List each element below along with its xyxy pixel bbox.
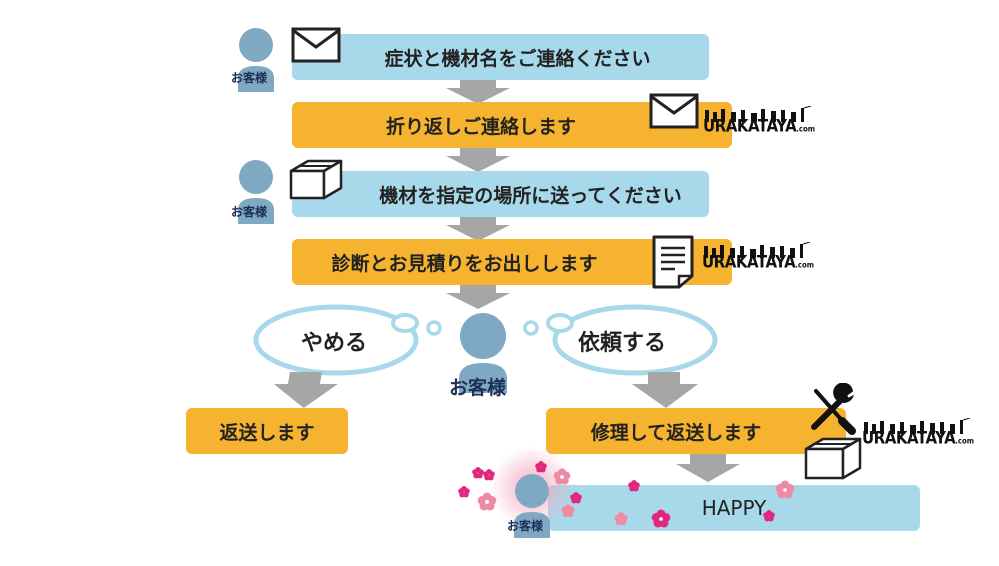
logo-suffix: .com bbox=[955, 437, 975, 446]
customer-icon bbox=[459, 313, 507, 393]
step-ship-label: 機材を指定の場所に送ってください bbox=[379, 184, 682, 207]
flower-icon bbox=[458, 486, 470, 498]
flower-icon bbox=[614, 512, 628, 526]
logo-suffix: .com bbox=[795, 261, 815, 270]
repair-box: 修理して返送します bbox=[546, 408, 846, 454]
urakataya-logo: URAKATAYA.com bbox=[702, 242, 814, 272]
customer-label: お客様 bbox=[507, 519, 544, 533]
flower-icon bbox=[472, 467, 484, 479]
envelope-icon bbox=[649, 93, 699, 133]
step-contact-label: 症状と機材名をご連絡ください bbox=[384, 47, 651, 70]
step-ship-bar: 機材を指定の場所に送ってください bbox=[292, 171, 709, 217]
box-icon bbox=[289, 159, 343, 200]
document-icon bbox=[652, 235, 694, 289]
flower-icon bbox=[570, 492, 582, 504]
step-estimate-label: 診断とお見積りをお出しします bbox=[331, 252, 598, 275]
flower-icon bbox=[483, 469, 495, 481]
step-reply-label: 折り返しご連絡します bbox=[385, 115, 576, 138]
customer-label: お客様 bbox=[231, 71, 268, 85]
flow-arrow bbox=[632, 372, 698, 408]
flow-arrow bbox=[446, 80, 510, 104]
customer-label: お客様 bbox=[449, 377, 507, 399]
request-option-label: 依頼する bbox=[578, 331, 667, 356]
flower-icon bbox=[535, 461, 547, 473]
customer-icon bbox=[238, 160, 274, 224]
logo-text: URAKATAYA bbox=[862, 428, 956, 448]
flower-icon bbox=[763, 510, 775, 522]
step-contact-bar: 症状と機材名をご連絡ください bbox=[292, 34, 709, 80]
flow-arrow bbox=[273, 372, 338, 408]
happy-bar: HAPPY bbox=[548, 485, 920, 531]
flower-icon bbox=[561, 504, 575, 518]
flower-icon bbox=[651, 509, 671, 528]
customer-label: お客様 bbox=[231, 205, 268, 219]
envelope-icon bbox=[291, 27, 341, 67]
flower-icon bbox=[553, 468, 571, 485]
return-box: 返送します bbox=[186, 408, 348, 454]
flow-arrow bbox=[676, 454, 740, 482]
customer-icon bbox=[238, 28, 274, 92]
urakataya-logo: URAKATAYA.com bbox=[703, 106, 815, 136]
flower-icon bbox=[775, 480, 795, 499]
urakataya-logo: URAKATAYA.com bbox=[862, 418, 974, 448]
thought-bubble-cancel bbox=[253, 304, 442, 376]
happy-label: HAPPY bbox=[701, 496, 767, 520]
logo-suffix: .com bbox=[796, 125, 816, 134]
thought-bubble-request bbox=[523, 304, 718, 376]
flower-icon bbox=[477, 492, 497, 511]
logo-text: URAKATAYA bbox=[703, 116, 797, 136]
flow-arrow bbox=[446, 285, 510, 309]
repair-label: 修理して返送します bbox=[590, 421, 762, 444]
box-icon bbox=[804, 437, 862, 480]
logo-text: URAKATAYA bbox=[702, 252, 796, 272]
flow-arrow bbox=[446, 217, 510, 241]
customer-icon bbox=[514, 474, 550, 538]
flower-icon bbox=[628, 480, 640, 492]
flow-arrow bbox=[446, 148, 510, 172]
return-label: 返送します bbox=[219, 421, 315, 444]
tools-icon bbox=[811, 383, 856, 435]
cancel-option-label: やめる bbox=[301, 331, 368, 356]
